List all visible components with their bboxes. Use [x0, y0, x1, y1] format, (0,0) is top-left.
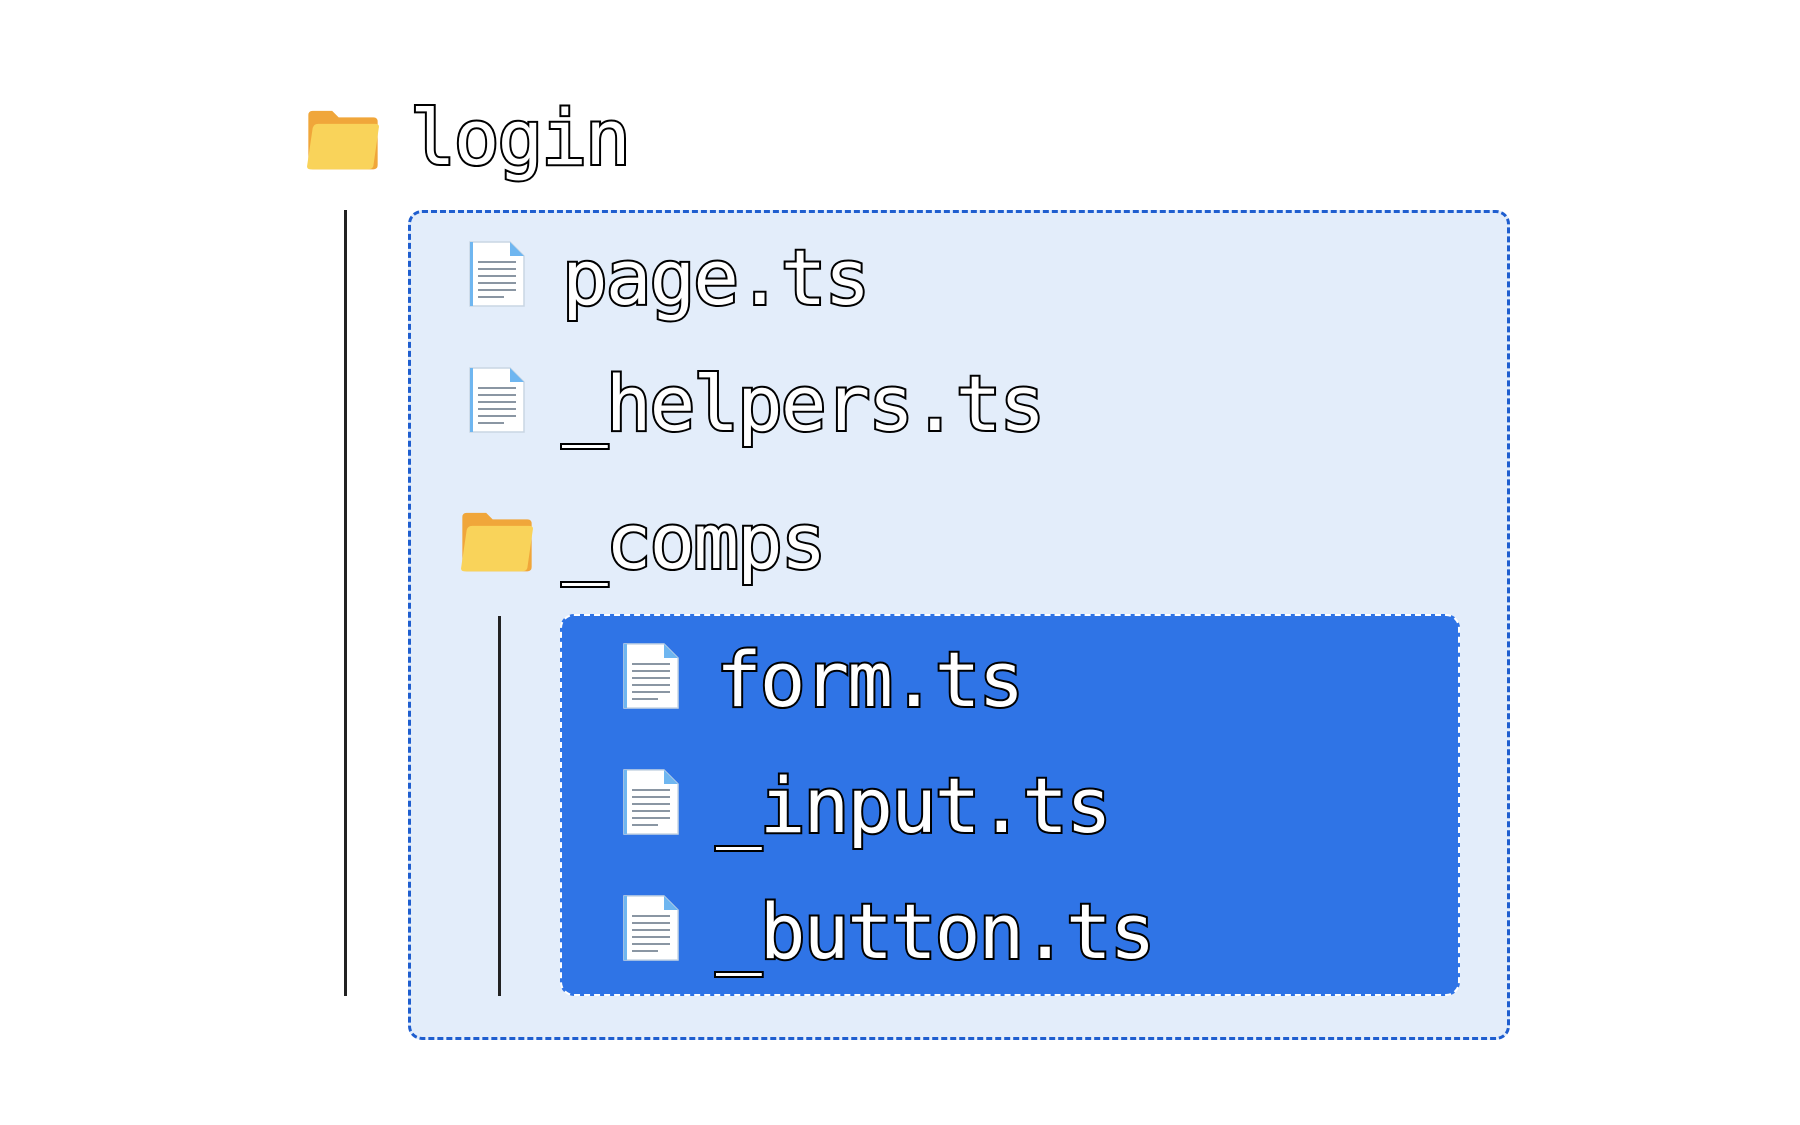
comps-children-group: [560, 614, 1460, 996]
file-label-input: _input.ts: [714, 761, 1114, 850]
file-icon: [614, 640, 686, 712]
file-label-form: form.ts: [714, 635, 1026, 724]
file-label-helpers: _helpers.ts: [560, 359, 1047, 448]
file-label-page: page.ts: [560, 233, 872, 322]
file-icon: [460, 364, 532, 436]
folder-label-comps: _comps: [560, 497, 829, 586]
file-label-button: _button.ts: [714, 887, 1158, 976]
file-icon: [614, 892, 686, 964]
tree-line-comps: [498, 616, 501, 996]
root-folder-label: login: [408, 93, 633, 182]
folder-icon: [304, 100, 382, 178]
file-icon: [614, 766, 686, 838]
file-icon: [460, 238, 532, 310]
folder-icon: [458, 502, 536, 580]
tree-line-root: [344, 210, 347, 996]
